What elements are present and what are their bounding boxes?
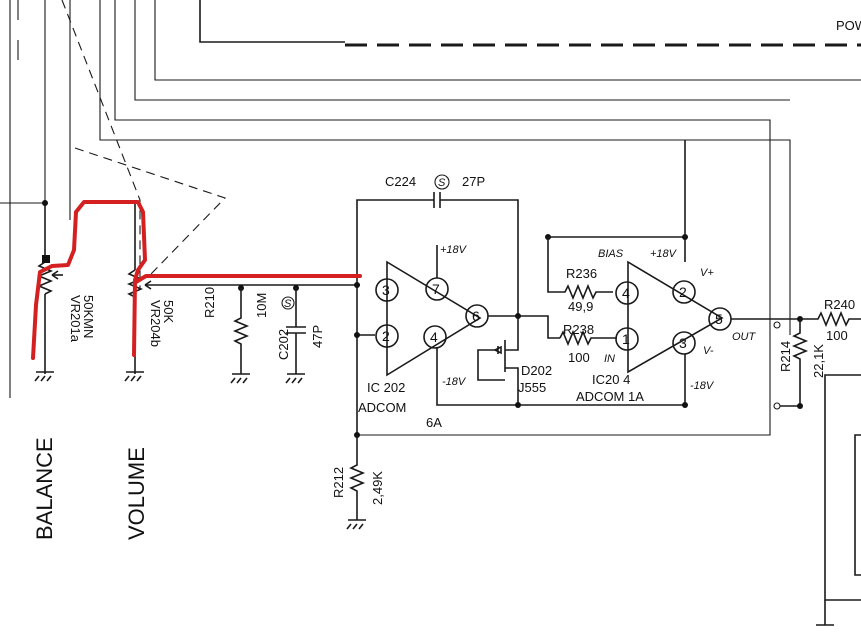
ic202-pin4: 4 xyxy=(430,329,438,345)
power-label: POW xyxy=(836,18,861,33)
r240-label: R240 xyxy=(824,297,855,312)
ic202-label: IC 202 xyxy=(367,380,405,395)
d202-value: J555 xyxy=(518,380,546,395)
c224-value: 27P xyxy=(462,174,485,189)
ic204-pin4: 4 xyxy=(622,285,630,301)
vr201a-label: VR201a xyxy=(68,295,83,343)
ic202-pin6: 6 xyxy=(472,308,480,324)
in-label: IN xyxy=(604,353,615,365)
c202-s-mark: S xyxy=(284,298,292,310)
r210-resistor: R210 10M xyxy=(202,285,269,384)
ic204-name: ADCOM 1A xyxy=(576,389,644,404)
vr204b-label: VR204b xyxy=(148,300,163,347)
r214-label: R214 xyxy=(778,341,793,372)
ic202-suffix: 6A xyxy=(426,415,442,430)
r210-value: 10M xyxy=(254,293,269,318)
ic204-vplus: V+ xyxy=(700,267,714,279)
balance-label: BALANCE xyxy=(32,437,57,540)
power-supply-box: POW xyxy=(199,0,861,47)
c224-s-mark: S xyxy=(438,177,446,189)
ic202-minus18: -18V xyxy=(442,376,467,388)
ic202-opamp: 3 2 7 4 6 +18V -18V IC 202 ADCOM 6A xyxy=(354,244,685,435)
r212-resistor: R212 2,49K xyxy=(331,432,385,530)
ic204-pin2: 2 xyxy=(679,284,687,300)
ic202-pin3: 3 xyxy=(382,282,390,298)
r214-value: 22,1K xyxy=(811,344,826,378)
r214-resistor: R214 22,1K xyxy=(773,316,826,410)
c202-capacitor: S C202 47P xyxy=(276,285,325,384)
vr201a-potentiometer: VR201a 50KMN xyxy=(34,200,96,382)
r238-label: R238 xyxy=(563,322,594,337)
vr201a-value: 50KMN xyxy=(81,295,96,338)
r212-label: R212 xyxy=(331,467,346,498)
ic204-pin1: 1 xyxy=(622,331,630,347)
ic202-pin7: 7 xyxy=(432,281,440,297)
ic202-pin2: 2 xyxy=(382,328,390,344)
ic204-plus18: +18V xyxy=(650,248,678,260)
ic204-out: OUT xyxy=(732,331,757,343)
ic204-vminus: V- xyxy=(703,345,714,357)
c202-value: 47P xyxy=(310,325,325,348)
r238-resistor: R238 100 IN xyxy=(559,322,617,365)
red-highlight xyxy=(31,200,362,360)
r210-label: R210 xyxy=(202,287,217,318)
d202-fet: D202 J555 xyxy=(477,316,552,408)
c224-label: C224 xyxy=(385,174,416,189)
r240-resistor: R240 100 xyxy=(800,297,861,343)
r236-value: 49,9 xyxy=(568,299,593,314)
d202-label: D202 xyxy=(521,363,552,378)
vr204b-value: 50K xyxy=(161,300,176,323)
volume-label: VOLUME xyxy=(124,447,149,540)
ic204-minus18: -18V xyxy=(690,380,715,392)
r240-value: 100 xyxy=(826,328,848,343)
ic204-pin3: 3 xyxy=(679,335,687,351)
r212-value: 2,49K xyxy=(370,471,385,505)
ic202-name: ADCOM xyxy=(358,400,406,415)
ic204-pin5: 5 xyxy=(715,311,723,327)
r236-label: R236 xyxy=(566,266,597,281)
ic204-label: IC20 4 xyxy=(592,372,630,387)
ic202-plus18: +18V xyxy=(440,244,468,256)
right-box xyxy=(816,374,861,626)
c224-capacitor: C224 S 27P xyxy=(356,174,519,315)
ic204-opamp: 4 1 2 3 5 +18V V+ V- OUT -18V IC20 4 ADC… xyxy=(576,140,800,408)
left-wiring xyxy=(0,0,861,436)
r238-value: 100 xyxy=(568,350,590,365)
c202-label: C202 xyxy=(276,329,291,360)
bias-label: BIAS xyxy=(598,248,624,260)
r236-resistor: R236 49,9 BIAS xyxy=(545,234,686,314)
